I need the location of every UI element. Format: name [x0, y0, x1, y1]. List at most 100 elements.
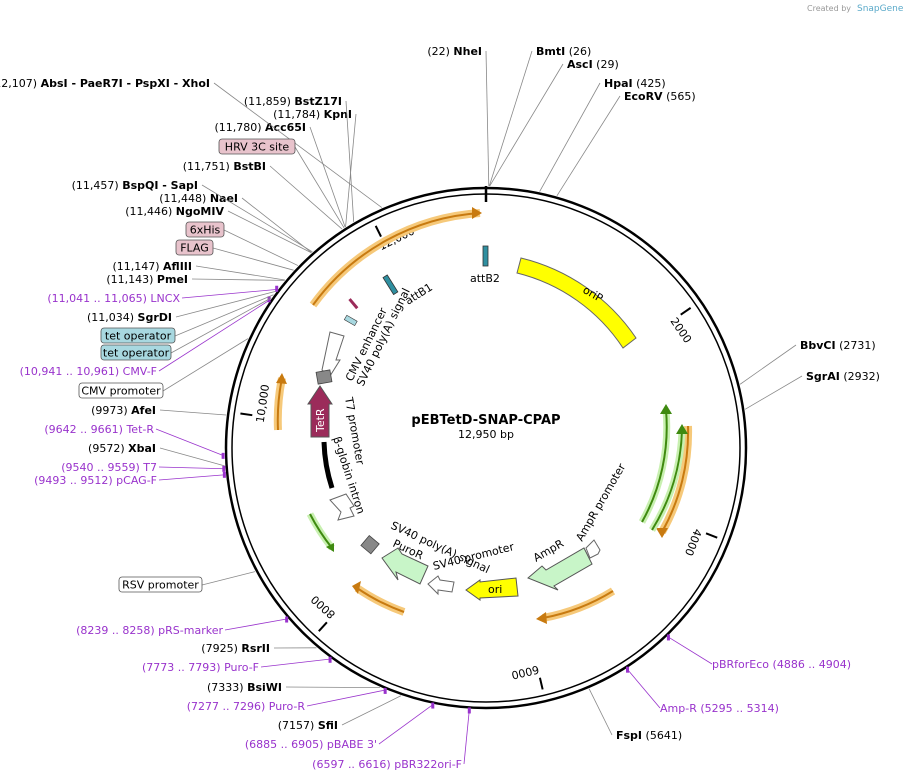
enzyme-naei[interactable]: (11,448) NaeI [159, 192, 238, 205]
enzyme-line-bbvci [739, 344, 797, 385]
enzyme-acc65i[interactable]: (11,780) Acc65I [214, 121, 306, 134]
enzyme-bstbi[interactable]: (11,751) BstBI [183, 160, 266, 173]
puroR-feature[interactable] [381, 547, 429, 585]
primer-purof[interactable]: (7773 .. 7793) Puro-F [142, 661, 259, 674]
primer-tetr[interactable]: (9642 .. 9661) Tet-R [44, 423, 154, 436]
primer-ampr_primer[interactable]: Amp-R (5295 .. 5314) [660, 702, 779, 715]
attB2-feature[interactable] [482, 245, 489, 267]
tick-label-6000: 6000 [510, 663, 540, 682]
enzyme-asci[interactable]: AscI (29) [567, 58, 619, 71]
box-cmvprom[interactable] [78, 382, 164, 399]
box-tetop1[interactable] [100, 327, 176, 344]
enzyme-name: AbsI [41, 77, 68, 90]
enzyme-sfii[interactable]: (7157) SfiI [278, 719, 338, 732]
primer-lncx[interactable]: (11,041 .. 11,065) LNCX [47, 292, 180, 305]
enzyme-pmei[interactable]: (11,143) PmeI [106, 273, 188, 286]
primer-mark-puror [383, 687, 387, 694]
primer-pos: (9540 .. 9559) [61, 461, 143, 474]
primer-line-cmvf [158, 299, 271, 372]
enzyme-bmti[interactable]: BmtI (26) [536, 45, 591, 58]
enzyme-fspi[interactable]: FspI (5641) [616, 729, 682, 742]
primer-pbr322orif[interactable]: (6597 .. 6616) pBR322ori-F [312, 758, 462, 771]
enzyme-pos: (11,784) [273, 108, 324, 121]
enzyme-name: SfiI [318, 719, 338, 732]
enzyme-hpai[interactable]: HpaI (425) [604, 77, 666, 90]
attB1-feature[interactable] [382, 274, 399, 296]
green-arc-right-1-head [660, 404, 672, 414]
enzyme-line-naei [241, 197, 312, 253]
enzyme-nhei[interactable]: (22) NheI [427, 45, 482, 58]
beta-globin-intron-feature[interactable] [321, 441, 335, 489]
enzyme-kpni[interactable]: (11,784) KpnI [273, 108, 352, 121]
primer-line-t7 [158, 466, 225, 470]
primer-mark-t7 [222, 465, 226, 472]
box-tetop2[interactable] [100, 344, 172, 361]
enzyme-line-aflii [195, 265, 286, 281]
box-his6[interactable] [185, 221, 225, 238]
ori-feature[interactable] [465, 577, 519, 601]
primer-prsmarker[interactable]: (8239 .. 8258) pRS-marker [76, 624, 223, 637]
sv40-promoter-feature[interactable] [427, 575, 455, 596]
primer-line-prsmarker [224, 618, 288, 631]
orf-arc-bottom-right-head [536, 612, 547, 624]
enzyme-line-nhei [485, 50, 490, 187]
tick-label-8000: 8000 [309, 593, 338, 621]
enzyme-pos: (5641) [642, 729, 682, 742]
cmv-enhancer-feature[interactable] [321, 331, 345, 377]
enzyme-aflii[interactable]: (11,147) AflIII [112, 260, 192, 273]
enzyme-pos: (9572) [88, 442, 128, 455]
enzyme-bstz17i[interactable]: (11,859) BstZ17I [244, 95, 342, 108]
enzyme-name: PmeI [157, 273, 188, 286]
primer-name: T7 [142, 461, 157, 474]
primer-cmvf[interactable]: (10,941 .. 10,961) CMV-F [20, 365, 157, 378]
enzyme-bspqi[interactable]: (11,457) BspQI - SapI [72, 179, 198, 192]
ampR-promoter-feature[interactable] [585, 539, 601, 559]
enzyme-xbai[interactable]: (9572) XbaI [88, 442, 156, 455]
box-flag[interactable] [175, 239, 214, 256]
tetR-feature[interactable] [307, 385, 333, 438]
snapgene-logo: SnapGene [857, 4, 904, 14]
primer-line-pbabe3 [378, 704, 434, 745]
enzyme-sgrdi[interactable]: (11,034) SgrDI [87, 311, 172, 324]
primer-name: Tet-R [125, 423, 154, 436]
enzyme-line-hpai [539, 82, 601, 192]
primer-pbabe3[interactable]: (6885 .. 6905) pBABE 3' [245, 738, 377, 751]
box-hrv3c[interactable] [218, 138, 296, 155]
tick-4000 [705, 532, 718, 539]
enzyme-rsrii[interactable]: (7925) RsrII [201, 642, 270, 655]
enzyme-pos: (11,751) [183, 160, 234, 173]
primer-pbrforeco[interactable]: pBRforEco (4886 .. 4904) [712, 658, 851, 671]
enzyme-name: NgoMIV [176, 205, 225, 218]
enzyme-pos: (11,034) [87, 311, 138, 324]
enzyme-absi[interactable]: (12,107) AbsI - PaeR7I - PspXI - XhoI [0, 77, 210, 90]
enzyme-ngomiv[interactable]: (11,446) NgoMIV [125, 205, 224, 218]
primer-pos: (8239 .. 8258) [76, 624, 158, 637]
enzyme-ecorv[interactable]: EcoRV (565) [624, 90, 696, 103]
primer-line-purof [260, 658, 331, 668]
box-rsvprom[interactable] [118, 576, 203, 593]
primer-line-pbrforeco [667, 636, 713, 665]
oriP-feature[interactable] [516, 257, 637, 349]
enzyme-pos: (565) [663, 90, 696, 103]
enzyme-name: EcoRV [624, 90, 663, 103]
primer-name: Puro-R [269, 700, 306, 713]
primer-name: pBABE 3' [327, 738, 377, 751]
enzyme-sgrai[interactable]: SgrAI (2932) [806, 370, 880, 383]
primer-pcagf[interactable]: (9493 .. 9512) pCAG-F [34, 474, 157, 487]
primer-mark-pbabe3 [431, 702, 435, 709]
primer-t7[interactable]: (9540 .. 9559) T7 [61, 461, 157, 474]
primer-puror[interactable]: (7277 .. 7296) Puro-R [187, 700, 306, 713]
box-line-rsvprom [201, 571, 256, 586]
ampR-feature[interactable] [527, 547, 593, 591]
enzyme-bbvci[interactable]: BbvCI (2731) [800, 339, 876, 352]
enzyme-pos: (7925) [201, 642, 241, 655]
primer-name: Puro-F [224, 661, 259, 674]
enzyme-line-absi [213, 82, 383, 208]
primer-name: Amp-R [660, 702, 697, 715]
primer-name: pBR322ori-F [394, 758, 462, 771]
enzyme-bsiwi[interactable]: (7333) BsiWI [207, 681, 282, 694]
enzyme-afei[interactable]: (9973) AfeI [91, 404, 156, 417]
primer-pos: (9493 .. 9512) [34, 474, 116, 487]
enzyme-name: FspI [616, 729, 642, 742]
